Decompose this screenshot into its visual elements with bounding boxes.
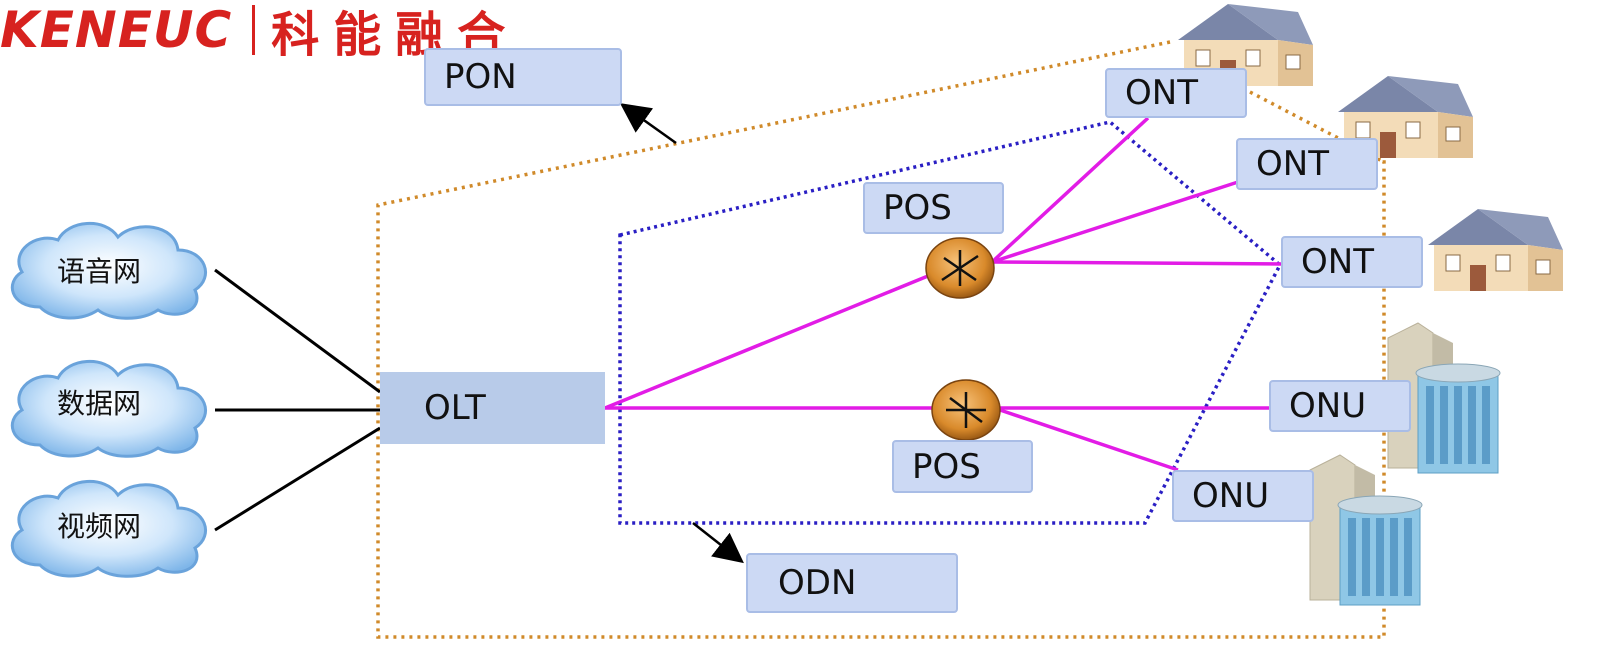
fiber-olt-pos1 xyxy=(604,274,929,410)
cloud-label-data: 数据网 xyxy=(56,387,141,420)
ont-label-1: ONT xyxy=(1105,68,1247,118)
cloud-label-video: 视频网 xyxy=(56,510,141,543)
pon-region-label: PON xyxy=(424,48,622,106)
odn-region-label: ODN xyxy=(746,553,958,613)
onu-label-2: ONU xyxy=(1172,470,1314,522)
pon-pointer-arrow xyxy=(619,103,677,145)
pos-splitter-icon xyxy=(925,237,995,299)
odn-pointer-arrow xyxy=(692,522,744,564)
onu-label-1: ONU xyxy=(1269,380,1411,432)
pon-boundary-upper xyxy=(1249,90,1385,164)
olt-node: OLT xyxy=(380,372,605,444)
ont-label-3: ONT xyxy=(1281,236,1423,288)
pos-splitter-icon xyxy=(931,379,1001,441)
ont-label-2: ONT xyxy=(1236,138,1378,190)
video-uplink xyxy=(214,426,381,532)
fiber-pos1-ont3 xyxy=(991,260,1283,266)
brand-divider xyxy=(252,5,256,55)
odn-boundary xyxy=(618,120,1283,525)
fiber-lines xyxy=(604,116,1283,472)
fiber-pos1-ont1 xyxy=(990,116,1150,264)
cloud-label-voice: 语音网 xyxy=(56,255,141,288)
pon-boundary xyxy=(376,40,1386,639)
office-building-icon xyxy=(1309,454,1423,606)
pos-label-upper: POS xyxy=(863,182,1004,234)
brand-name-en: KENEUC xyxy=(0,1,233,59)
fiber-pos1-ont2 xyxy=(991,180,1239,264)
house-icon xyxy=(1427,208,1564,292)
voice-uplink xyxy=(214,268,381,394)
fiber-pos2-onu2 xyxy=(999,408,1179,472)
pos-label-lower: POS xyxy=(892,440,1033,493)
